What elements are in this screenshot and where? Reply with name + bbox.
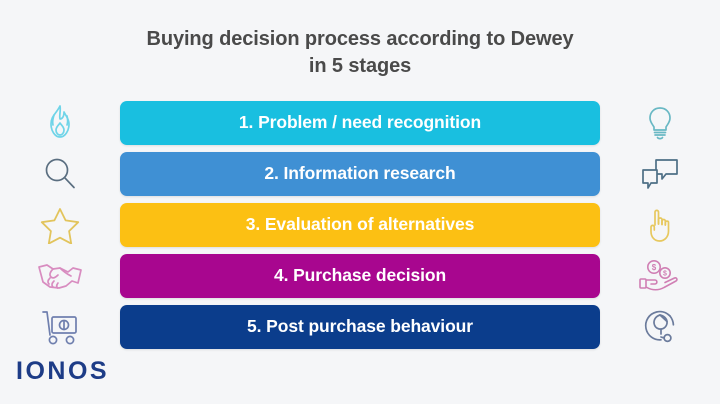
stage-row: 4. Purchase decision $ $ — [0, 252, 720, 299]
hand-with-coins-icon: $ $ — [600, 252, 720, 299]
magnifying-glass-icon — [0, 150, 120, 197]
stage-bar-4[interactable]: 4. Purchase decision — [120, 253, 600, 298]
stage-label-2: 2. Information research — [264, 163, 456, 183]
stage-bar-1[interactable]: 1. Problem / need recognition — [120, 100, 600, 145]
handshake-icon — [0, 252, 120, 299]
page-title: Buying decision process according to Dew… — [0, 26, 720, 79]
stage-bar-3[interactable]: 3. Evaluation of alternatives — [120, 202, 600, 247]
pointing-hand-icon — [600, 201, 720, 248]
svg-text:$: $ — [663, 270, 667, 277]
speech-bubbles-icon — [600, 150, 720, 197]
lightbulb-icon — [600, 99, 720, 146]
stage-bar-5[interactable]: 5. Post purchase behaviour — [120, 304, 600, 349]
stage-list: 1. Problem / need recognition 2. — [0, 99, 720, 350]
stage-label-5: 5. Post purchase behaviour — [247, 316, 473, 336]
stage-row: 1. Problem / need recognition — [0, 99, 720, 146]
headset-support-icon — [600, 303, 720, 350]
page-title-line-2: in 5 stages — [308, 54, 412, 77]
stage-label-1: 1. Problem / need recognition — [238, 112, 482, 132]
stage-label-4: 4. Purchase decision — [273, 265, 447, 285]
stage-row: 2. Information research — [0, 150, 720, 197]
shopping-cart-money-icon — [0, 303, 120, 350]
svg-text:$: $ — [652, 263, 657, 272]
star-icon — [0, 201, 120, 248]
stage-label-3: 3. Evaluation of alternatives — [245, 214, 475, 234]
flame-icon — [0, 99, 120, 146]
page-title-line-1: Buying decision process according to Dew… — [146, 28, 574, 50]
stage-row: 3. Evaluation of alternatives — [0, 201, 720, 248]
stage-bar-2[interactable]: 2. Information research — [120, 151, 600, 196]
ionos-logo: IONOS — [16, 357, 110, 385]
stage-row: 5. Post purchase behaviour — [0, 303, 720, 350]
